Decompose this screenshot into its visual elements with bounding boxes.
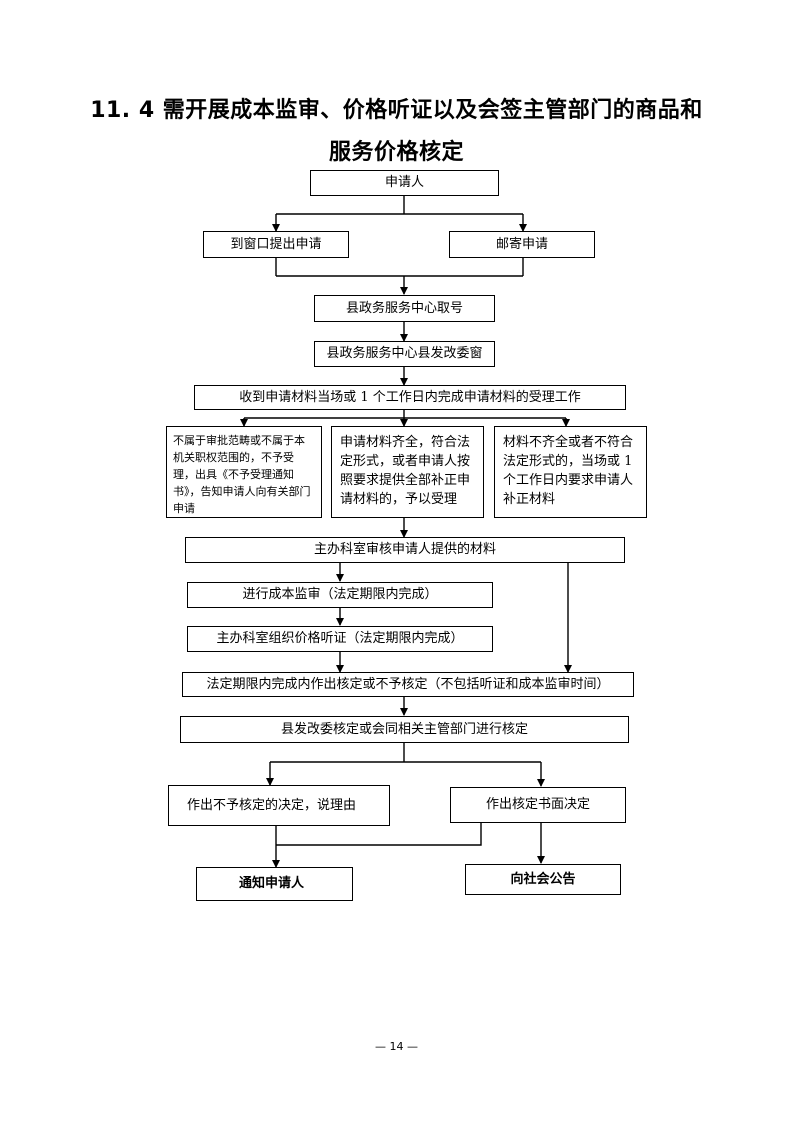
connector-approve-to-notify xyxy=(276,823,482,846)
page-number: — 14 — xyxy=(375,1040,418,1053)
node-price-hearing: 主办科室组织价格听证（法定期限内完成） xyxy=(187,626,493,652)
node-decision-deadline: 法定期限内完成内作出核定或不予核定（不包括听证和成本监审时间） xyxy=(182,672,634,697)
node-applicant: 申请人 xyxy=(310,170,499,196)
node-take-number: 县政务服务中心取号 xyxy=(314,295,495,322)
node-joint-verification: 县发改委核定或会同相关主管部门进行核定 xyxy=(180,716,629,743)
page-title-line-1: 11. 4 需开展成本监审、价格听证以及会签主管部门的商品和 xyxy=(90,98,703,123)
node-notify-applicant: 通知申请人 xyxy=(196,867,353,901)
node-accepted: 申请材料齐全，符合法定形式，或者申请人按照要求提供全部补正申请材料的，予以受理 xyxy=(331,426,484,518)
node-receive-materials: 收到申请材料当场或 1 个工作日内完成申请材料的受理工作 xyxy=(194,385,626,410)
node-cost-audit: 进行成本监审（法定期限内完成） xyxy=(187,582,493,608)
node-review-materials: 主办科室审核申请人提供的材料 xyxy=(185,537,625,563)
node-not-accepted: 不属于审批范畴或不属于本机关职权范围的，不予受理，出具《不予受理通知书》，告知申… xyxy=(166,426,322,518)
node-public-announce: 向社会公告 xyxy=(465,864,621,895)
node-reform-window: 县政务服务中心县发改委窗 xyxy=(314,341,495,367)
connector-merge xyxy=(275,258,524,277)
node-mail-apply: 邮寄申请 xyxy=(449,231,595,258)
connector-joint-split xyxy=(270,743,541,763)
node-approve-decision: 作出核定书面决定 xyxy=(450,787,626,823)
connector-receive-split xyxy=(244,410,566,419)
node-correction: 材料不齐全或者不符合法定形式的，当场或 1 个工作日内要求申请人补正材料 xyxy=(494,426,647,518)
node-reject-decision: 作出不予核定的决定，说理由 xyxy=(168,785,390,826)
connector-applicant-split xyxy=(276,196,523,215)
node-window-apply: 到窗口提出申请 xyxy=(203,231,349,258)
page-title-line-2: 服务价格核定 xyxy=(328,140,464,165)
